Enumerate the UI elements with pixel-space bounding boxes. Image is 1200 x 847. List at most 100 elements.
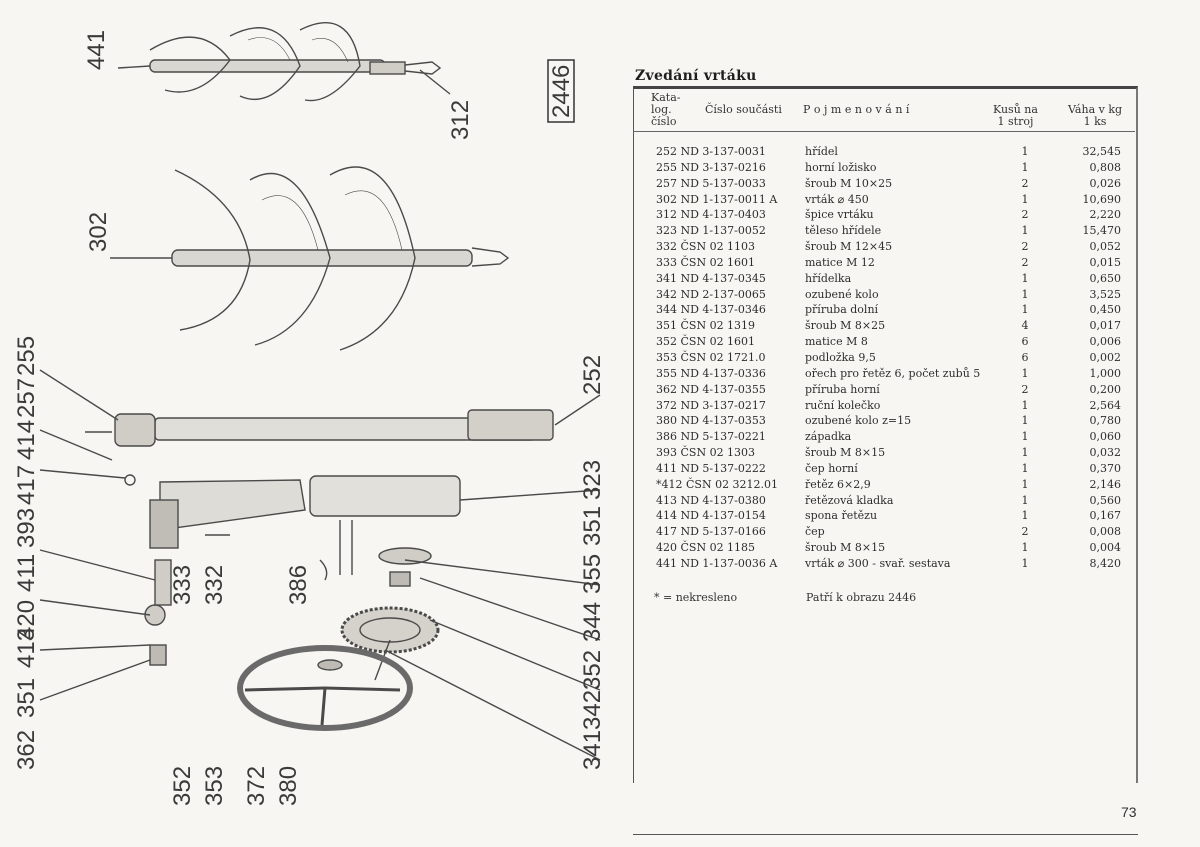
footnote: * = nekresleno [654, 591, 738, 604]
name-cell: ořech pro řetěz 6, počet zubů 5 [805, 366, 981, 380]
catalog-cell: 411 ND 5-137-0222 [656, 461, 766, 475]
name-cell: západka [805, 430, 852, 444]
quantity-cell: 1 [1021, 303, 1029, 317]
name-cell: příruba dolní [805, 303, 879, 317]
name-cell: řetěz 6×2,9 [805, 477, 871, 491]
catalog-cell: 302 ND 1-137-0011 A [656, 192, 778, 206]
quantity-cell: 1 [1021, 145, 1029, 158]
name-cell: podložka 9,5 [805, 350, 876, 364]
quantity-cell: 1 [1021, 366, 1029, 380]
name-cell: ozubené kolo [805, 287, 879, 301]
quantity-cell: 2 [1021, 176, 1029, 190]
quantity-cell: 1 [1021, 461, 1029, 475]
column-header-name: P o j m e n o v á n í [803, 103, 910, 116]
name-cell: šroub M 8×15 [805, 541, 886, 555]
quantity-cell: 1 [1021, 287, 1029, 301]
quantity-cell: 1 [1021, 271, 1029, 285]
weight-cell: 0,200 [1089, 382, 1122, 396]
table-row: 333 ČSN 02 1601 matice M 12 2 0,015 [633, 255, 1135, 271]
callout-right: 341 [579, 730, 606, 770]
callout-bottom: 352 [169, 766, 196, 806]
callout-bottom: 380 [275, 766, 302, 806]
callout-right: 352 [579, 650, 606, 690]
callout-right: 252 [579, 355, 606, 395]
quantity-cell: 1 [1021, 541, 1029, 555]
weight-cell: 0,026 [1089, 176, 1122, 190]
quantity-cell: 1 [1021, 414, 1029, 428]
callout-bottom: 386 [285, 565, 312, 605]
weight-cell: 0,032 [1089, 446, 1122, 460]
callout-top: 441 [83, 30, 110, 70]
figure-number-box: 2446 [547, 59, 575, 123]
quantity-cell: 1 [1021, 493, 1029, 507]
catalog-cell: 362 ND 4-137-0355 [656, 382, 766, 396]
table-row: 257 ND 5-137-0033 šroub M 10×25 2 0,026 [633, 176, 1135, 192]
weight-cell: 0,650 [1089, 271, 1122, 285]
callout-bottom: 332 [201, 565, 228, 605]
callout-right: 351 [579, 506, 606, 546]
parts-list-section: Zvedání vrtáku [633, 68, 1138, 86]
catalog-cell: 380 ND 4-137-0353 [656, 414, 766, 428]
weight-cell: 0,006 [1089, 335, 1122, 349]
weight-cell: 0,008 [1089, 525, 1122, 539]
name-cell: šroub M 8×25 [805, 319, 886, 333]
weight-cell: 2,146 [1089, 477, 1122, 491]
callout-right: 342 [579, 690, 606, 730]
name-cell: příruba horní [805, 382, 880, 396]
name-cell: hřídel [805, 145, 838, 158]
catalog-cell: 257 ND 5-137-0033 [656, 176, 766, 190]
quantity-cell: 2 [1021, 382, 1029, 396]
name-cell: čep [805, 525, 825, 539]
weight-cell: 2,220 [1089, 208, 1122, 222]
weight-cell: 0,052 [1089, 240, 1122, 254]
catalog-cell: 414 ND 4-137-0154 [656, 509, 766, 523]
catalog-cell: 386 ND 5-137-0221 [656, 430, 766, 444]
shaft-housing-323 [149, 475, 461, 575]
callout-top: 312 [447, 100, 474, 140]
name-cell: vrták ⌀ 300 - svař. sestava [805, 556, 951, 570]
callout-top: 302 [85, 212, 112, 252]
quantity-cell: 1 [1021, 160, 1029, 174]
name-cell: šroub M 12×45 [805, 240, 893, 254]
weight-cell: 10,690 [1082, 192, 1122, 206]
callout-left: 414 [13, 420, 40, 460]
callout-left: 411 [13, 554, 40, 592]
weight-cell: 0,015 [1089, 255, 1122, 269]
weight-cell: 0,004 [1089, 541, 1122, 555]
name-cell: šroub M 10×25 [805, 176, 893, 190]
callout-right: 355 [579, 554, 606, 594]
weight-cell: 0,560 [1089, 493, 1122, 507]
name-cell: šroub M 8×15 [805, 446, 886, 460]
weight-cell: 1,000 [1089, 366, 1122, 380]
figure-reference: Patří k obrazu 2446 [806, 591, 917, 604]
name-cell: matice M 12 [805, 255, 875, 269]
weight-cell: 0,370 [1089, 461, 1122, 475]
column-header-weight: Váha v kg 1 ks [1068, 103, 1123, 128]
sprocket-355 [378, 547, 432, 565]
quantity-cell: 6 [1021, 335, 1029, 349]
quantity-cell: 2 [1021, 255, 1029, 269]
table-bottom-rule [633, 834, 1138, 835]
name-cell: špice vrtáku [805, 208, 874, 222]
catalog-cell: 351 ČSN 02 1319 [656, 319, 756, 333]
weight-cell: 0,780 [1089, 414, 1122, 428]
name-cell: ruční kolečko [805, 398, 881, 412]
name-cell: vrták ⌀ 450 [805, 192, 869, 206]
catalog-cell: 333 ČSN 02 1601 [656, 255, 756, 269]
weight-cell: 0,167 [1089, 509, 1122, 523]
quantity-cell: 6 [1021, 350, 1029, 364]
weight-cell: 0,808 [1089, 160, 1122, 174]
catalog-cell: 255 ND 3-137-0216 [656, 160, 766, 174]
